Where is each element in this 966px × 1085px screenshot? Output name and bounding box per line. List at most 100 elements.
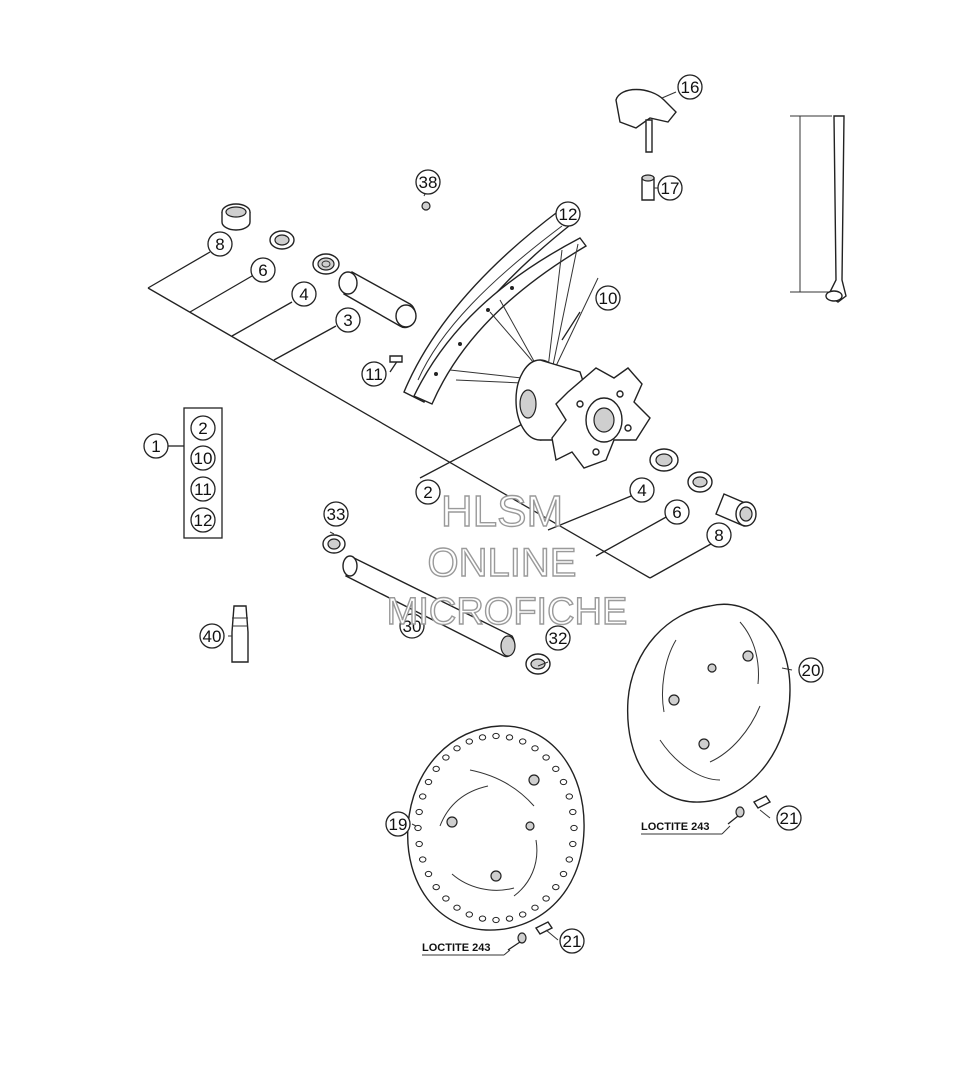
svg-text:LOCTITE 243: LOCTITE 243 — [422, 942, 490, 954]
disc-hole — [419, 856, 427, 863]
callout-40: 40 — [199, 623, 225, 649]
part-6-seal-left — [269, 230, 295, 250]
callout-17: 17 — [657, 175, 683, 201]
part-32-axle-bolt — [525, 653, 551, 675]
svg-text:30: 30 — [403, 617, 422, 636]
callout-12: 12 — [555, 201, 581, 227]
part-17-valve-nut — [641, 174, 655, 201]
svg-text:12: 12 — [559, 205, 578, 224]
svg-text:6: 6 — [258, 261, 267, 280]
svg-text:1: 1 — [151, 437, 160, 456]
callout-kit-2: 2 — [190, 415, 216, 441]
disc-hole — [570, 824, 578, 832]
part-6-seal-right — [687, 471, 713, 493]
svg-text:10: 10 — [599, 289, 618, 308]
part-20-brake-disc — [626, 603, 791, 803]
part-16-valve-cap — [615, 88, 677, 153]
disc-hole — [552, 765, 560, 773]
disc-hole — [569, 808, 577, 816]
disc-hole — [531, 904, 539, 911]
svg-text:21: 21 — [780, 809, 799, 828]
svg-text:LOCTITE 243: LOCTITE 243 — [641, 821, 709, 833]
disc-hole — [419, 793, 427, 800]
callout-1: 1 — [143, 433, 169, 459]
svg-text:2: 2 — [423, 483, 432, 502]
callout-kit-10: 10 — [190, 445, 216, 471]
svg-text:12: 12 — [194, 511, 213, 530]
disc-hole — [565, 793, 573, 800]
callout-8-left: 8 — [207, 231, 233, 257]
part-33-nut — [322, 534, 346, 554]
svg-text:19: 19 — [389, 815, 408, 834]
disc-hole — [424, 870, 433, 878]
svg-text:3: 3 — [343, 311, 352, 330]
disc-hole — [542, 754, 550, 761]
disc-hole — [478, 734, 487, 741]
disc-hole — [432, 765, 440, 773]
svg-text:8: 8 — [215, 235, 224, 254]
callout-32: 32 — [545, 625, 571, 651]
callout-8-right: 8 — [706, 522, 732, 548]
callout-4-right: 4 — [629, 477, 655, 503]
part-4-bearing-left — [312, 253, 340, 275]
disc-hole — [519, 738, 527, 745]
part-hub — [515, 359, 651, 469]
svg-text:4: 4 — [299, 285, 308, 304]
svg-text:11: 11 — [194, 480, 212, 499]
disc-hole — [552, 884, 560, 891]
svg-text:33: 33 — [327, 505, 346, 524]
part-11-spoke-nipple — [389, 355, 403, 363]
callout-21-lower: 21 — [559, 928, 585, 954]
leader-lines — [147, 251, 719, 579]
disc-hole — [424, 778, 433, 786]
callout-3: 3 — [335, 307, 361, 333]
disc-hole — [415, 840, 423, 848]
callout-19: 19 — [385, 811, 411, 837]
callout-33: 33 — [323, 501, 349, 527]
svg-text:8: 8 — [714, 526, 723, 545]
disc-hole — [519, 911, 527, 918]
svg-text:32: 32 — [549, 629, 568, 648]
svg-text:16: 16 — [681, 78, 700, 97]
callout-20: 20 — [798, 657, 824, 683]
callout-30: 30 — [399, 613, 425, 639]
disc-hole — [465, 738, 473, 745]
part-38-cap — [421, 201, 431, 211]
callout-kit-11: 11 — [190, 476, 216, 502]
callout-2: 2 — [415, 479, 441, 505]
callout-4-left: 4 — [291, 281, 317, 307]
svg-text:HLSM: HLSM — [441, 487, 563, 536]
part-8-spacer-left — [221, 203, 251, 231]
callout-kit-12: 12 — [190, 507, 216, 533]
loctite-note-upper: LOCTITE 243 — [641, 821, 731, 835]
disc-hole — [478, 915, 487, 922]
disc-hole — [432, 884, 440, 891]
svg-text:10: 10 — [194, 449, 213, 468]
svg-text:6: 6 — [672, 503, 681, 522]
svg-text:11: 11 — [365, 365, 383, 384]
part-30-axle — [342, 555, 516, 658]
disc-hole — [492, 732, 500, 740]
callout-38: 38 — [415, 169, 441, 195]
svg-text:MICROFICHE: MICROFICHE — [387, 591, 628, 633]
disc-hole — [442, 895, 450, 902]
disc-hole — [559, 870, 568, 878]
callout-16: 16 — [677, 74, 703, 100]
svg-text:ONLINE: ONLINE — [428, 541, 577, 585]
disc-hole — [492, 916, 500, 924]
disc-hole — [542, 895, 550, 902]
disc-hole — [569, 840, 577, 848]
disc-hole — [505, 734, 514, 741]
svg-text:40: 40 — [203, 627, 222, 646]
disc-hole — [415, 808, 423, 816]
part-21-bolt-upper — [727, 795, 772, 825]
part-4-bearing-right — [649, 448, 679, 472]
loctite-note-lower: LOCTITE 243 — [422, 942, 511, 956]
disc-hole — [442, 754, 450, 761]
svg-text:17: 17 — [661, 179, 680, 198]
spoke-dimension-detail — [790, 115, 847, 303]
svg-text:4: 4 — [637, 481, 646, 500]
part-8-spacer-right — [715, 493, 757, 527]
part-3-spacer-tube — [338, 270, 417, 329]
